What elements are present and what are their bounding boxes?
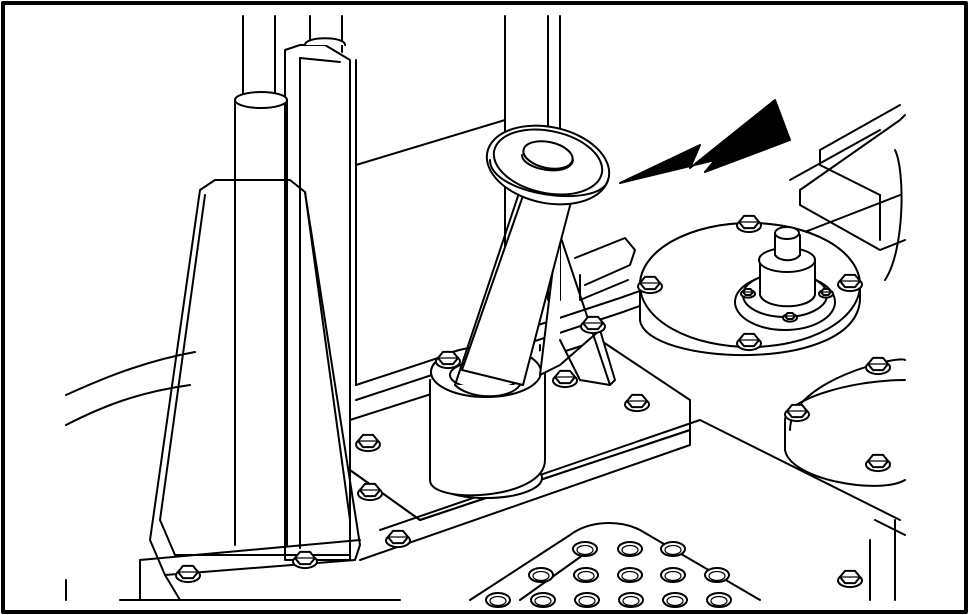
pivot-handle-cap xyxy=(485,124,611,206)
hex-bolt-icon xyxy=(552,369,578,389)
hex-bolt-icon xyxy=(736,214,762,234)
hex-bolt-icon xyxy=(292,550,318,570)
hex-bolt-icon xyxy=(865,453,891,473)
plate-hole-inner xyxy=(710,595,728,607)
hex-bolt-icon xyxy=(837,273,863,293)
hex-bolts xyxy=(175,214,891,589)
hex-bolt-icon xyxy=(784,403,810,423)
hex-bolt-icon xyxy=(435,350,461,370)
hex-bolt-icon xyxy=(740,288,756,299)
hex-bolt-icon xyxy=(624,393,650,413)
plate-hole-inner xyxy=(708,570,726,582)
hex-bolt-icon xyxy=(385,529,411,549)
hex-bolt-icon xyxy=(782,312,798,323)
plate-hole-inner xyxy=(578,595,596,607)
plate-hole-inner xyxy=(621,544,639,556)
hex-bolt-icon xyxy=(580,315,606,335)
hex-bolt-icon xyxy=(736,332,762,352)
hex-bolt-icon xyxy=(837,569,863,589)
plate-hole-inner xyxy=(621,570,639,582)
plate-hole-inner xyxy=(664,544,682,556)
plate-hole-inner xyxy=(664,570,682,582)
arrow-icon xyxy=(619,99,791,184)
pivot-handle xyxy=(429,124,636,499)
hex-bolt-icon xyxy=(357,482,383,502)
plate-hole-inner xyxy=(577,570,595,582)
hex-bolt-icon xyxy=(637,275,663,295)
plate-hole-inner xyxy=(666,595,684,607)
hex-bolt-icon xyxy=(355,433,381,453)
control-rod-assembly xyxy=(139,15,361,601)
plate-hole-inner xyxy=(532,570,550,582)
plate-hole-inner xyxy=(489,595,507,607)
hex-bolt-icon xyxy=(865,356,891,376)
plate-hole-inner xyxy=(622,595,640,607)
plate-hole-inner xyxy=(534,595,552,607)
cover-plates xyxy=(639,222,906,487)
perforated-floor-plate xyxy=(469,522,761,608)
hex-bolt-icon xyxy=(818,288,834,299)
hex-bolt-icon xyxy=(175,564,201,584)
plate-hole-inner xyxy=(576,544,594,556)
